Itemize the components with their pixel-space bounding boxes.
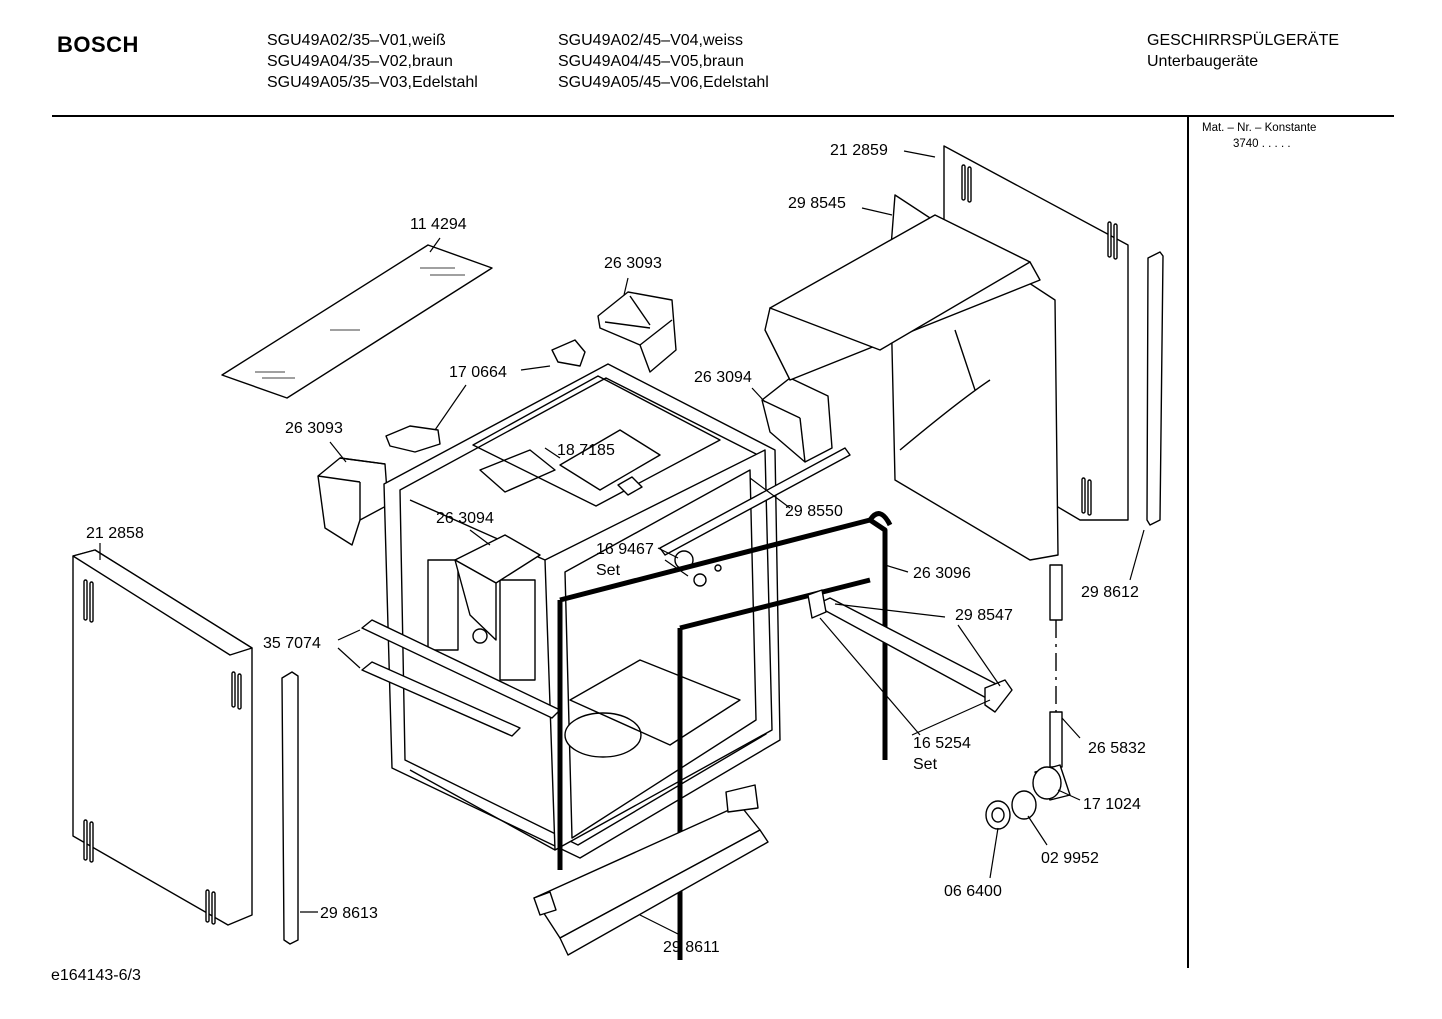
hinge-left	[385, 425, 441, 453]
part-label: 29 8545	[788, 195, 846, 212]
part-label: 06 6400	[944, 883, 1002, 900]
back-insulation-mat	[764, 194, 1059, 561]
part-label: 21 2859	[830, 142, 888, 159]
model-item: SGU49A04/45–V05,braun	[558, 53, 744, 70]
parts-drawing	[72, 145, 1164, 960]
part-label: Set	[913, 756, 938, 773]
model-list-1: SGU49A02/35–V01,weiß SGU49A04/35–V02,bra…	[267, 30, 478, 93]
part-label: 16 5254	[913, 735, 971, 752]
part-label: 26 3093	[285, 420, 343, 437]
model-item: SGU49A04/35–V02,braun	[267, 53, 453, 70]
kick-plate	[533, 784, 769, 956]
part-label: 26 3094	[436, 510, 494, 527]
category-title: GESCHIRRSPÜLGERÄTE	[1147, 32, 1340, 49]
model-item: SGU49A05/45–V06,Edelstahl	[558, 74, 769, 91]
dishwasher-tub	[383, 363, 781, 859]
part-label: 26 3096	[913, 565, 971, 582]
part-label: 18 7185	[557, 442, 615, 459]
part-label: 11 4294	[410, 216, 467, 233]
part-label: 21 2858	[86, 525, 144, 542]
strip-298612	[1146, 251, 1164, 526]
top-cover-plate	[221, 244, 493, 399]
clip-263093-left	[317, 457, 389, 546]
category-block: GESCHIRRSPÜLGERÄTE Unterbaugeräte	[1147, 30, 1339, 72]
clip-263093-top	[597, 291, 677, 373]
mat-no-value: 3740 . . . . .	[1233, 138, 1291, 150]
part-label: 29 8611	[663, 939, 720, 956]
part-label: 16 9467	[596, 541, 654, 558]
part-label: 29 8550	[785, 503, 843, 520]
part-label: 26 3094	[694, 369, 752, 386]
part-label: 02 9952	[1041, 850, 1099, 867]
part-label: 17 1024	[1083, 796, 1141, 813]
leader-lines	[99, 150, 1145, 936]
model-list-2: SGU49A02/45–V04,weiss SGU49A04/45–V05,br…	[558, 30, 769, 93]
model-item: SGU49A05/35–V03,Edelstahl	[267, 74, 478, 91]
part-label: 29 8613	[320, 905, 378, 922]
part-label: 35 7074	[263, 635, 321, 652]
mat-no-label: Mat. – Nr. – Konstante	[1202, 122, 1317, 134]
door-seal-263096	[557, 511, 893, 870]
part-label: 26 3093	[604, 255, 662, 272]
part-label: 29 8547	[955, 607, 1013, 624]
rail-lower	[361, 661, 521, 737]
part-label: Set	[596, 562, 621, 579]
part-label: 26 5832	[1088, 740, 1146, 757]
seal-298550	[659, 447, 851, 556]
part-label: 29 8612	[1081, 584, 1139, 601]
model-item: SGU49A02/45–V04,weiss	[558, 32, 743, 49]
brand-logo: BOSCH	[57, 32, 139, 57]
model-item: SGU49A02/35–V01,weiß	[267, 32, 446, 49]
strip-298613	[281, 671, 299, 945]
category-subtitle: Unterbaugeräte	[1147, 53, 1259, 70]
part-label: 17 0664	[449, 364, 507, 381]
side-panel-left	[72, 549, 253, 926]
hinge-top	[551, 339, 586, 367]
document-id: e164143-6/3	[51, 967, 141, 984]
